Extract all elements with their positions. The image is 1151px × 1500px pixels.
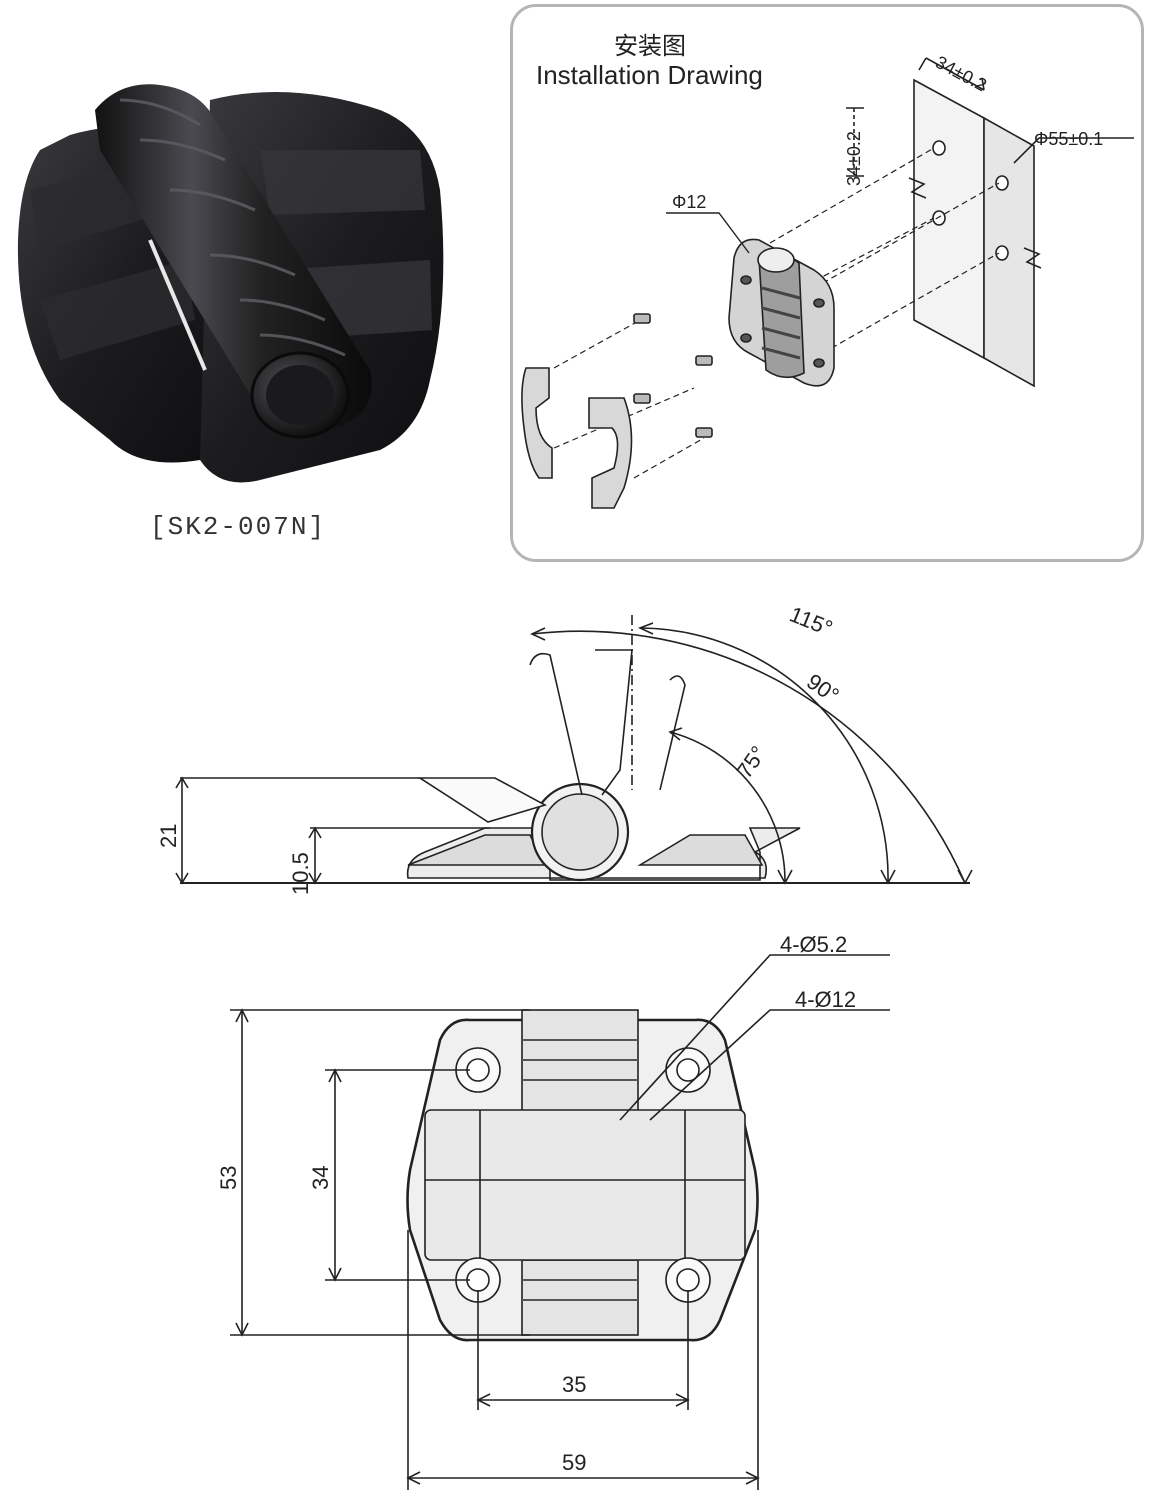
model-code: [SK2-007N] (150, 512, 327, 542)
installation-drawing: 安装图 Installation Drawing 34±0.2 34±0.2 Φ… (521, 33, 1134, 509)
hinge-product-photo (17, 84, 444, 483)
top-hole-small: 4-Ø5.2 (780, 932, 847, 957)
top-view-drawing: 4-Ø5.2 4-Ø12 53 34 35 59 (216, 932, 890, 1490)
top-hole-spacing-h: 35 (562, 1372, 586, 1397)
side-view-open-leaves (417, 777, 548, 823)
side-angle-115: 115° (786, 601, 836, 641)
hinge-barrel (95, 84, 372, 433)
side-height-half: 10.5 (288, 852, 313, 895)
side-view-drawing: 115° 90° 75° 21 10.5 (156, 601, 973, 895)
top-width-total: 59 (562, 1450, 586, 1475)
side-height-total: 21 (156, 824, 181, 848)
install-dim-phi-large: Φ55±0.1 (1034, 129, 1103, 149)
top-hole-large: 4-Ø12 (795, 987, 856, 1012)
install-dim-side: 34±0.2 (844, 131, 864, 186)
installation-title-cn: 安装图 (614, 33, 686, 60)
install-dim-phi-small: Φ12 (672, 192, 706, 212)
side-angle-75: 75° (732, 741, 772, 783)
cover-cap-left (521, 367, 553, 479)
install-dim-top: 34±0.2 (932, 52, 990, 95)
mounting-plate-left (913, 78, 985, 360)
top-height-total: 53 (216, 1166, 241, 1190)
installation-title-en: Installation Drawing (536, 60, 763, 90)
top-hole-spacing-v: 34 (308, 1166, 333, 1190)
mounting-plate-right (983, 116, 1035, 388)
cover-cap-right (588, 397, 633, 509)
side-angle-90: 90° (802, 669, 844, 709)
